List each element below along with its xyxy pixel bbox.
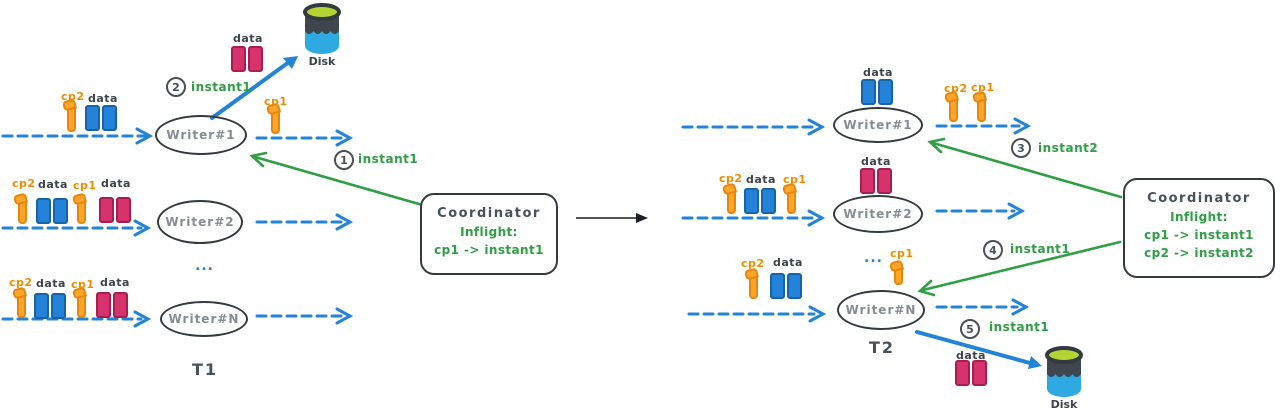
cp1-label: cp1 [971,81,995,94]
writer2-ellipse-t2: Writer#2 [833,195,923,233]
cp2-label: cp2 [9,276,33,289]
data-block-icon [34,293,49,319]
data-label: data [773,256,803,269]
cp2-marker-icon [17,290,26,318]
writer1-ellipse-t1: Writer#1 [155,115,247,155]
data-block-icon [248,46,263,72]
data-block-icon [53,198,68,224]
data-block-icon [787,273,802,299]
data-block-icon [744,188,759,214]
writer1-ellipse-t2: Writer#1 [833,107,923,143]
cp2-marker-icon [18,196,27,224]
writer2-ellipse-t1: Writer#2 [157,200,243,244]
coordinator-title-t1: Coordinator [437,206,541,221]
cp2-label: cp2 [719,172,743,185]
step-circle: 2 [166,77,186,97]
data-block-icon [761,188,776,214]
writerN-ellipse-t1: Writer#N [160,301,248,337]
data-block-icon [955,360,970,386]
data-label: data [861,155,891,168]
coordinator-box-t2: Coordinator Inflight: cp1 -> instant1 cp… [1123,178,1275,278]
coordinator-title-t2: Coordinator [1147,191,1251,206]
data-block-icon [99,197,114,223]
cp2-label: cp2 [12,177,36,190]
disk-icon-t2 [1043,346,1085,403]
data-label: data [100,276,130,289]
cp1-marker-icon [894,263,903,285]
data-block-icon [877,168,892,194]
data-block-icon [113,292,128,318]
data-label: data [863,66,893,79]
data-block-icon [36,198,51,224]
step-label: instant1 [989,320,1050,334]
writer1-label-t1: Writer#1 [166,128,236,142]
data-label: data [233,32,263,45]
step-circle: 5 [960,319,980,339]
writer2-label-t1: Writer#2 [165,215,235,229]
step-label: instant1 [1010,242,1071,256]
cp1-marker-icon [77,290,86,318]
writerN-ellipse-t2: Writer#N [837,290,925,330]
coordinator-entry-t2: cp1 -> instant1 [1144,228,1254,242]
data-block-icon [231,46,246,72]
data-block-icon [96,292,111,318]
cp1-marker-icon [77,196,86,224]
coordinator-box-t1: Coordinator Inflight: cp1 -> instant1 [420,193,558,275]
writerN-label-t2: Writer#N [845,303,917,317]
data-block-icon [116,197,131,223]
writers-ellipsis: ... [864,250,883,266]
coordinator-inflight-t2: Inflight: [1170,210,1228,224]
disk-icon-t1 [301,3,343,60]
data-label: data [88,92,118,105]
cp1-marker-icon [271,106,280,134]
disk-label-t1: Disk [308,55,336,68]
writers-ellipsis: ... [195,258,214,274]
panel-label-t1: T1 [192,360,219,379]
data-block-icon [770,273,785,299]
data-label: data [956,349,986,362]
coordinator-inflight-t1: Inflight: [460,225,518,239]
coordinator-entry-t1: cp1 -> instant1 [434,243,544,257]
step-label: instant1 [191,80,252,94]
data-label: data [746,173,776,186]
cp2-marker-icon [749,271,758,299]
cp1-label: cp1 [783,173,807,186]
cp2-marker-icon [949,94,958,122]
panel-label-t2: T2 [869,338,896,357]
data-block-icon [878,79,893,105]
data-block-icon [972,360,987,386]
instant-arrows [249,137,1123,297]
data-label: data [36,277,66,290]
writer1-label-t2: Writer#1 [843,118,913,132]
cp2-marker-icon [67,102,76,132]
step-label: instant1 [358,152,419,166]
cp1-marker-icon [787,186,796,214]
disk-label-t2: Disk [1050,398,1078,411]
step-circle: 1 [334,150,354,170]
data-block-icon [861,79,876,105]
cp1-label: cp1 [73,179,97,192]
writerN-label-t1: Writer#N [168,312,240,326]
data-block-icon [85,105,100,131]
data-label: data [38,178,68,191]
flush-arrows [210,56,1042,369]
data-label: data [101,177,131,190]
cp1-label: cp1 [890,247,914,260]
step-circle: 3 [1011,138,1031,158]
step-circle: 4 [983,240,1003,260]
step-label: instant2 [1038,141,1099,155]
data-block-icon [102,105,117,131]
transition-arrow [576,213,648,223]
cp1-marker-icon [977,94,986,122]
data-block-icon [51,293,66,319]
cp2-marker-icon [727,186,736,214]
writer2-label-t2: Writer#2 [843,207,913,221]
stream-arrows [1,117,1032,328]
data-block-icon [860,168,875,194]
cp2-label: cp2 [741,257,765,270]
coordinator-entry-t2: cp2 -> instant2 [1144,246,1254,260]
